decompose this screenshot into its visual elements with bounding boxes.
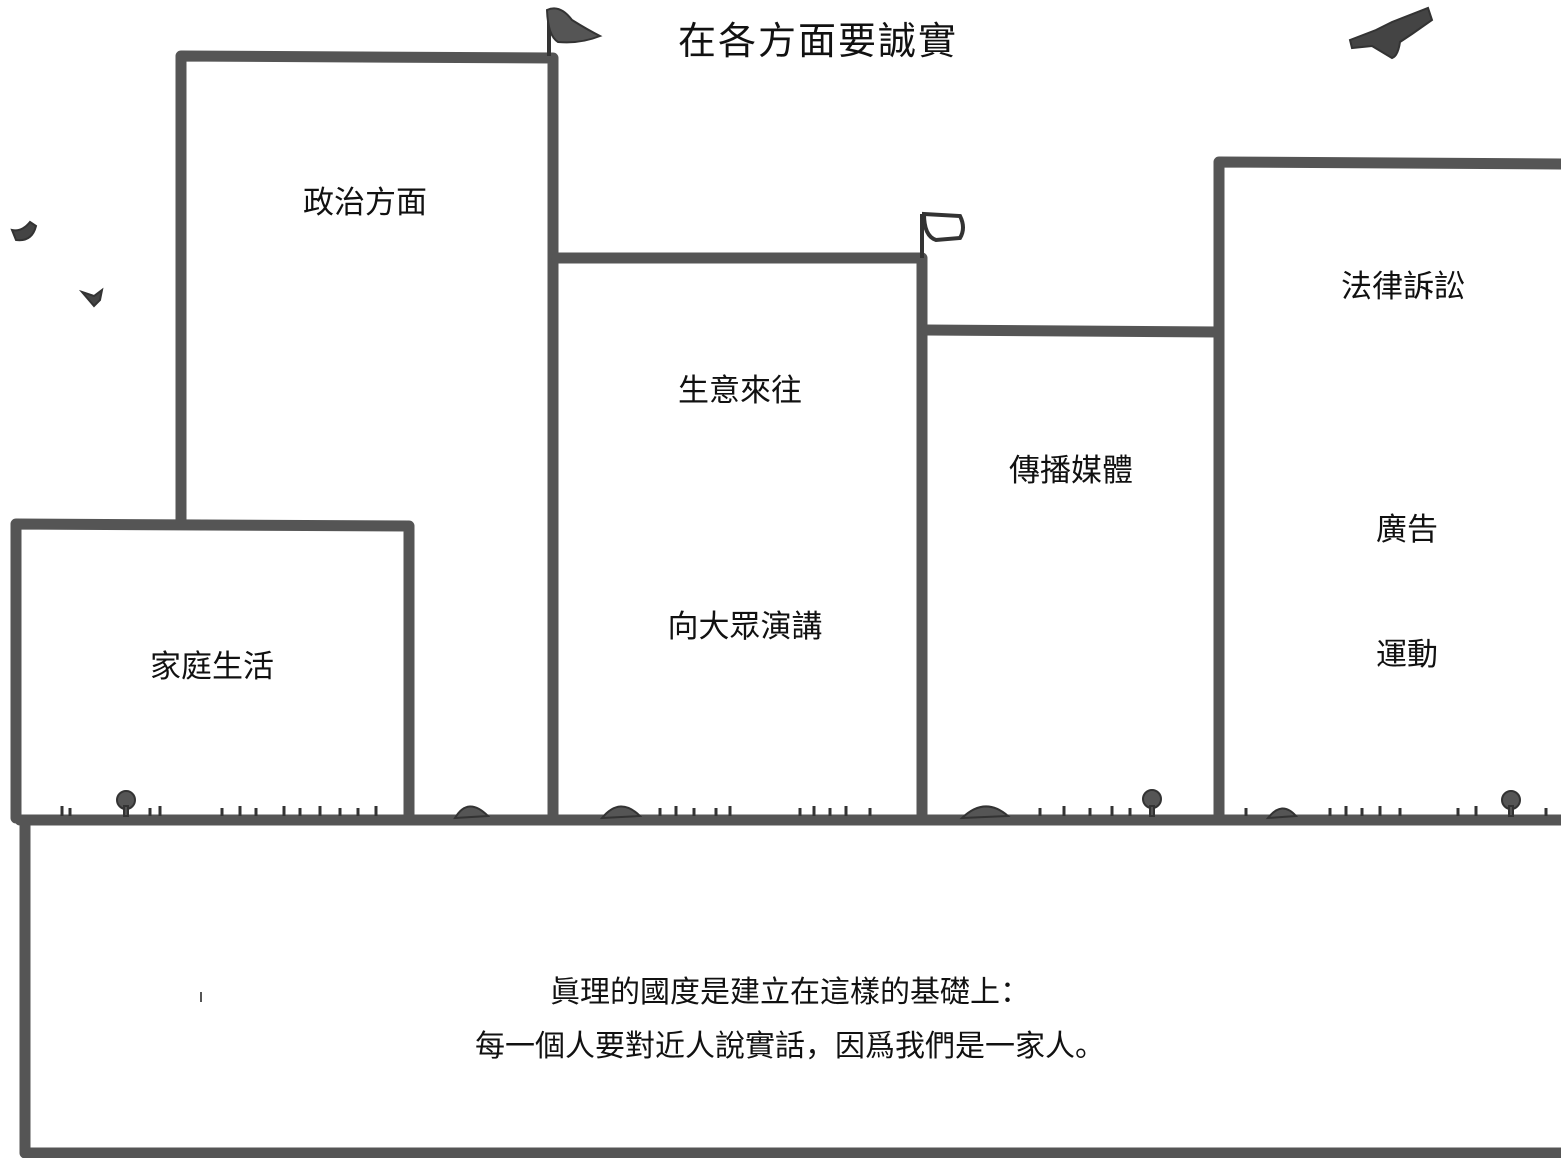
label-advertising: 廣告 bbox=[1376, 512, 1438, 548]
bird-icon bbox=[1348, 6, 1434, 60]
label-public-speaking: 向大眾演講 bbox=[667, 609, 823, 645]
label-law: 法律訴訟 bbox=[1341, 269, 1465, 305]
flag-right bbox=[921, 211, 965, 243]
foundation-caption: 眞理的國度是建立在這樣的基礎上： 每一個人要對近人說實話，因爲我們是一家人。 bbox=[475, 966, 1105, 1074]
label-business: 生意來往 bbox=[678, 373, 802, 409]
foundation-line-2: 每一個人要對近人說實話，因爲我們是一家人。 bbox=[475, 1029, 1105, 1064]
label-sports: 運動 bbox=[1376, 637, 1438, 673]
media-building bbox=[920, 324, 1225, 338]
foundation-block bbox=[14, 814, 1561, 1158]
bird-icon bbox=[10, 220, 38, 242]
family-building bbox=[10, 518, 415, 824]
label-politics: 政治方面 bbox=[303, 185, 427, 221]
politics-building bbox=[175, 50, 559, 824]
label-family: 家庭生活 bbox=[150, 649, 274, 685]
business-building bbox=[551, 252, 928, 824]
flag-left bbox=[545, 7, 603, 44]
foundation-line-1: 眞理的國度是建立在這樣的基礎上： bbox=[550, 975, 1030, 1010]
page-title: 在各方面要誠實 bbox=[677, 19, 959, 63]
law-building bbox=[1213, 156, 1561, 824]
label-media: 傳播媒體 bbox=[1009, 453, 1133, 489]
bird-icon bbox=[78, 287, 104, 308]
